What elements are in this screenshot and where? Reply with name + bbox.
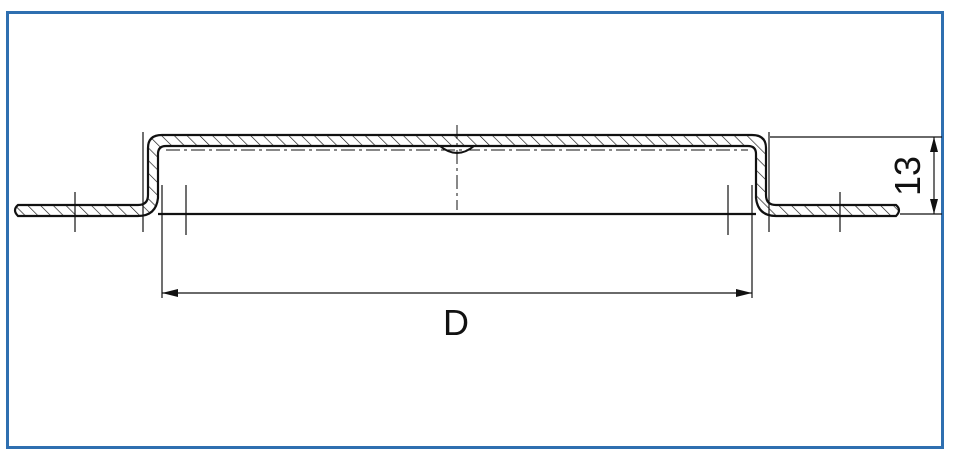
diameter-dimension: D bbox=[162, 289, 752, 343]
diameter-label: D bbox=[443, 302, 469, 343]
extension-ticks bbox=[74, 132, 841, 298]
height-dimension: 13 bbox=[770, 136, 942, 215]
profile-outline bbox=[13, 133, 901, 218]
height-label: 13 bbox=[887, 156, 928, 196]
part-cross-section bbox=[13, 133, 901, 218]
drawing-frame bbox=[6, 11, 944, 449]
